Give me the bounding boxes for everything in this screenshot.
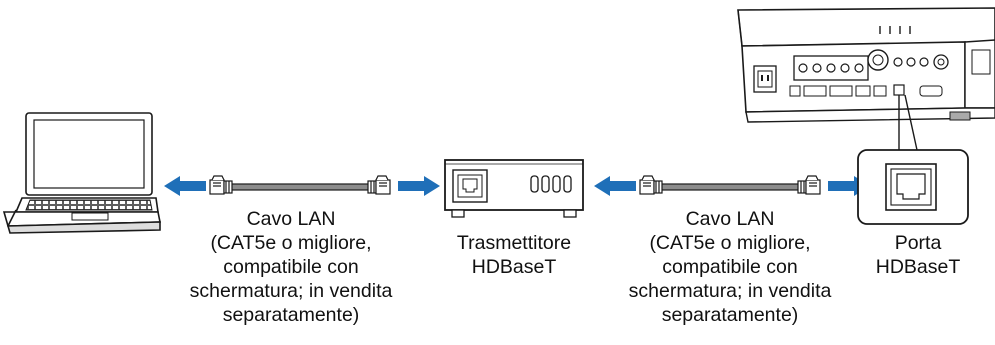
port-label: Porta HDBaseT	[858, 231, 978, 279]
hdbaset-transmitter-icon	[444, 159, 584, 218]
cable-left-line-5: separatamente)	[222, 304, 360, 326]
cable-left-line-2: (CAT5e o migliore,	[210, 232, 372, 254]
cable-right-line-4: schermatura; in vendita	[628, 280, 832, 302]
hdbaset-port-icon	[857, 149, 969, 225]
cable-left-line-4: schermatura; in vendita	[189, 280, 393, 302]
laptop-icon	[2, 112, 161, 234]
cable-left-line-1: Cavo LAN	[246, 208, 336, 230]
arrow-left-to-laptop	[164, 176, 206, 196]
port-line-1: Porta	[894, 232, 942, 254]
arrow-left-to-transmitter	[594, 176, 636, 196]
cable-left-label: Cavo LAN (CAT5e o migliore, compatibile …	[171, 207, 411, 327]
cable-right-line-5: separatamente)	[661, 304, 799, 326]
cable-right-line-3: compatibile con	[662, 256, 798, 278]
transmitter-label: Trasmettitore HDBaseT	[434, 231, 594, 279]
cable-right-line-1: Cavo LAN	[685, 208, 775, 230]
callout-line	[898, 94, 918, 151]
transmitter-line-1: Trasmettitore	[456, 232, 572, 254]
transmitter-line-2: HDBaseT	[471, 256, 557, 278]
projector-icon	[737, 7, 995, 123]
lan-cable-left-icon	[209, 175, 391, 195]
port-line-2: HDBaseT	[875, 256, 961, 278]
lan-cable-right-icon	[639, 175, 821, 195]
arrow-right-to-transmitter	[398, 176, 440, 196]
cable-left-line-3: compatibile con	[223, 256, 359, 278]
cable-right-line-2: (CAT5e o migliore,	[649, 232, 811, 254]
cable-right-label: Cavo LAN (CAT5e o migliore, compatibile …	[610, 207, 850, 327]
